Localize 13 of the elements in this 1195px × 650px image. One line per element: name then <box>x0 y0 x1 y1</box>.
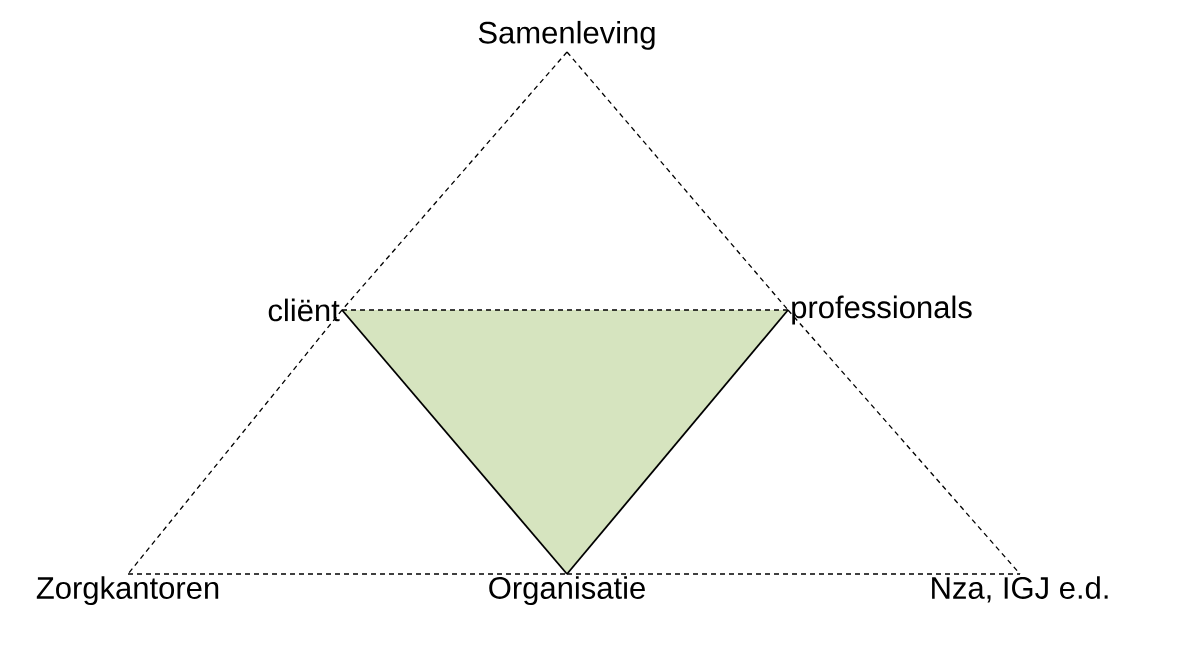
connector-line <box>566 51 789 311</box>
vertex-label: professionals <box>792 295 972 325</box>
vertex-label: Nza, IGJ e.d. <box>932 576 1108 603</box>
vertex-label: Organisatie <box>489 576 645 606</box>
vertex-label: Zorgkantoren <box>36 576 219 606</box>
connector-line <box>127 573 568 575</box>
connector-line <box>566 573 1021 575</box>
connector-line <box>127 309 343 575</box>
connector-line <box>341 309 568 575</box>
vertex-label: Samenleving <box>478 20 655 50</box>
vertex-label: cliënt <box>268 298 340 322</box>
connector-line <box>566 309 789 575</box>
connector-line <box>341 309 789 311</box>
